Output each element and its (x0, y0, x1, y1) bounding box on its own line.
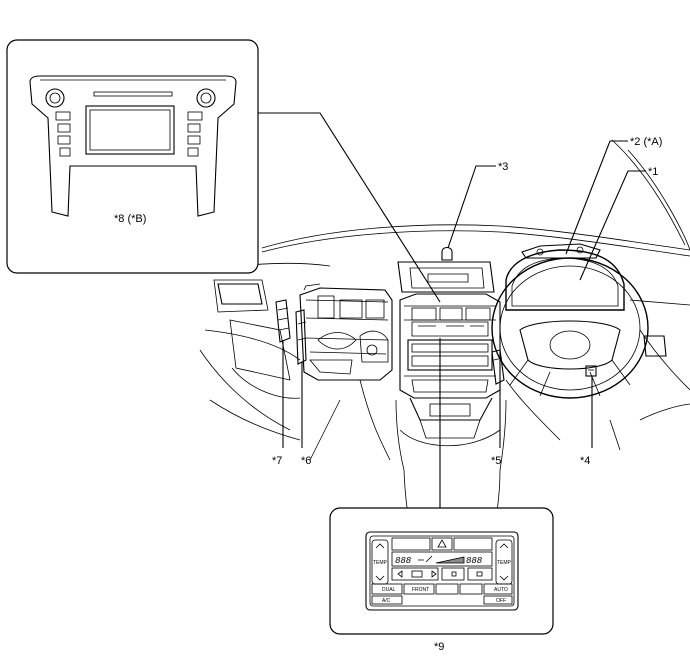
callout-5: *5 (491, 455, 501, 467)
callout-1: *1 (648, 166, 658, 178)
auto-label: AUTO (494, 587, 508, 593)
combination-meter (505, 243, 625, 311)
dual-label: DUAL (382, 587, 396, 593)
display-left-temp: 888 (395, 556, 412, 566)
inset-audio-panel: *8 (*B) (6, 39, 259, 274)
inset-climate-panel: TEMP TEMP 888 888 DUAL FRONT AUTO (329, 507, 554, 653)
callout-4: *4 (580, 455, 590, 467)
callout-3: *3 (498, 161, 508, 173)
callout-8: *8 (*B) (114, 213, 146, 225)
callout-6: *6 (301, 455, 311, 467)
callout-2: *2 (*A) (630, 136, 662, 148)
temp-left-label: TEMP (373, 560, 388, 566)
hvac-unit (299, 283, 393, 381)
steering-wheel (491, 257, 649, 399)
display-right-temp: 888 (466, 556, 483, 566)
temp-right-label: TEMP (497, 560, 512, 566)
callout-9: *9 (434, 641, 444, 653)
ac-label: A/C (382, 598, 391, 604)
callout-7: *7 (272, 455, 282, 467)
dashboard-drawing (199, 139, 690, 561)
front-label: FRONT (412, 587, 429, 593)
off-label: OFF (496, 598, 506, 604)
callout-labels: *1 *2 (*A) *3 *4 *5 *6 *7 (272, 136, 662, 467)
leader-lines (258, 112, 646, 508)
